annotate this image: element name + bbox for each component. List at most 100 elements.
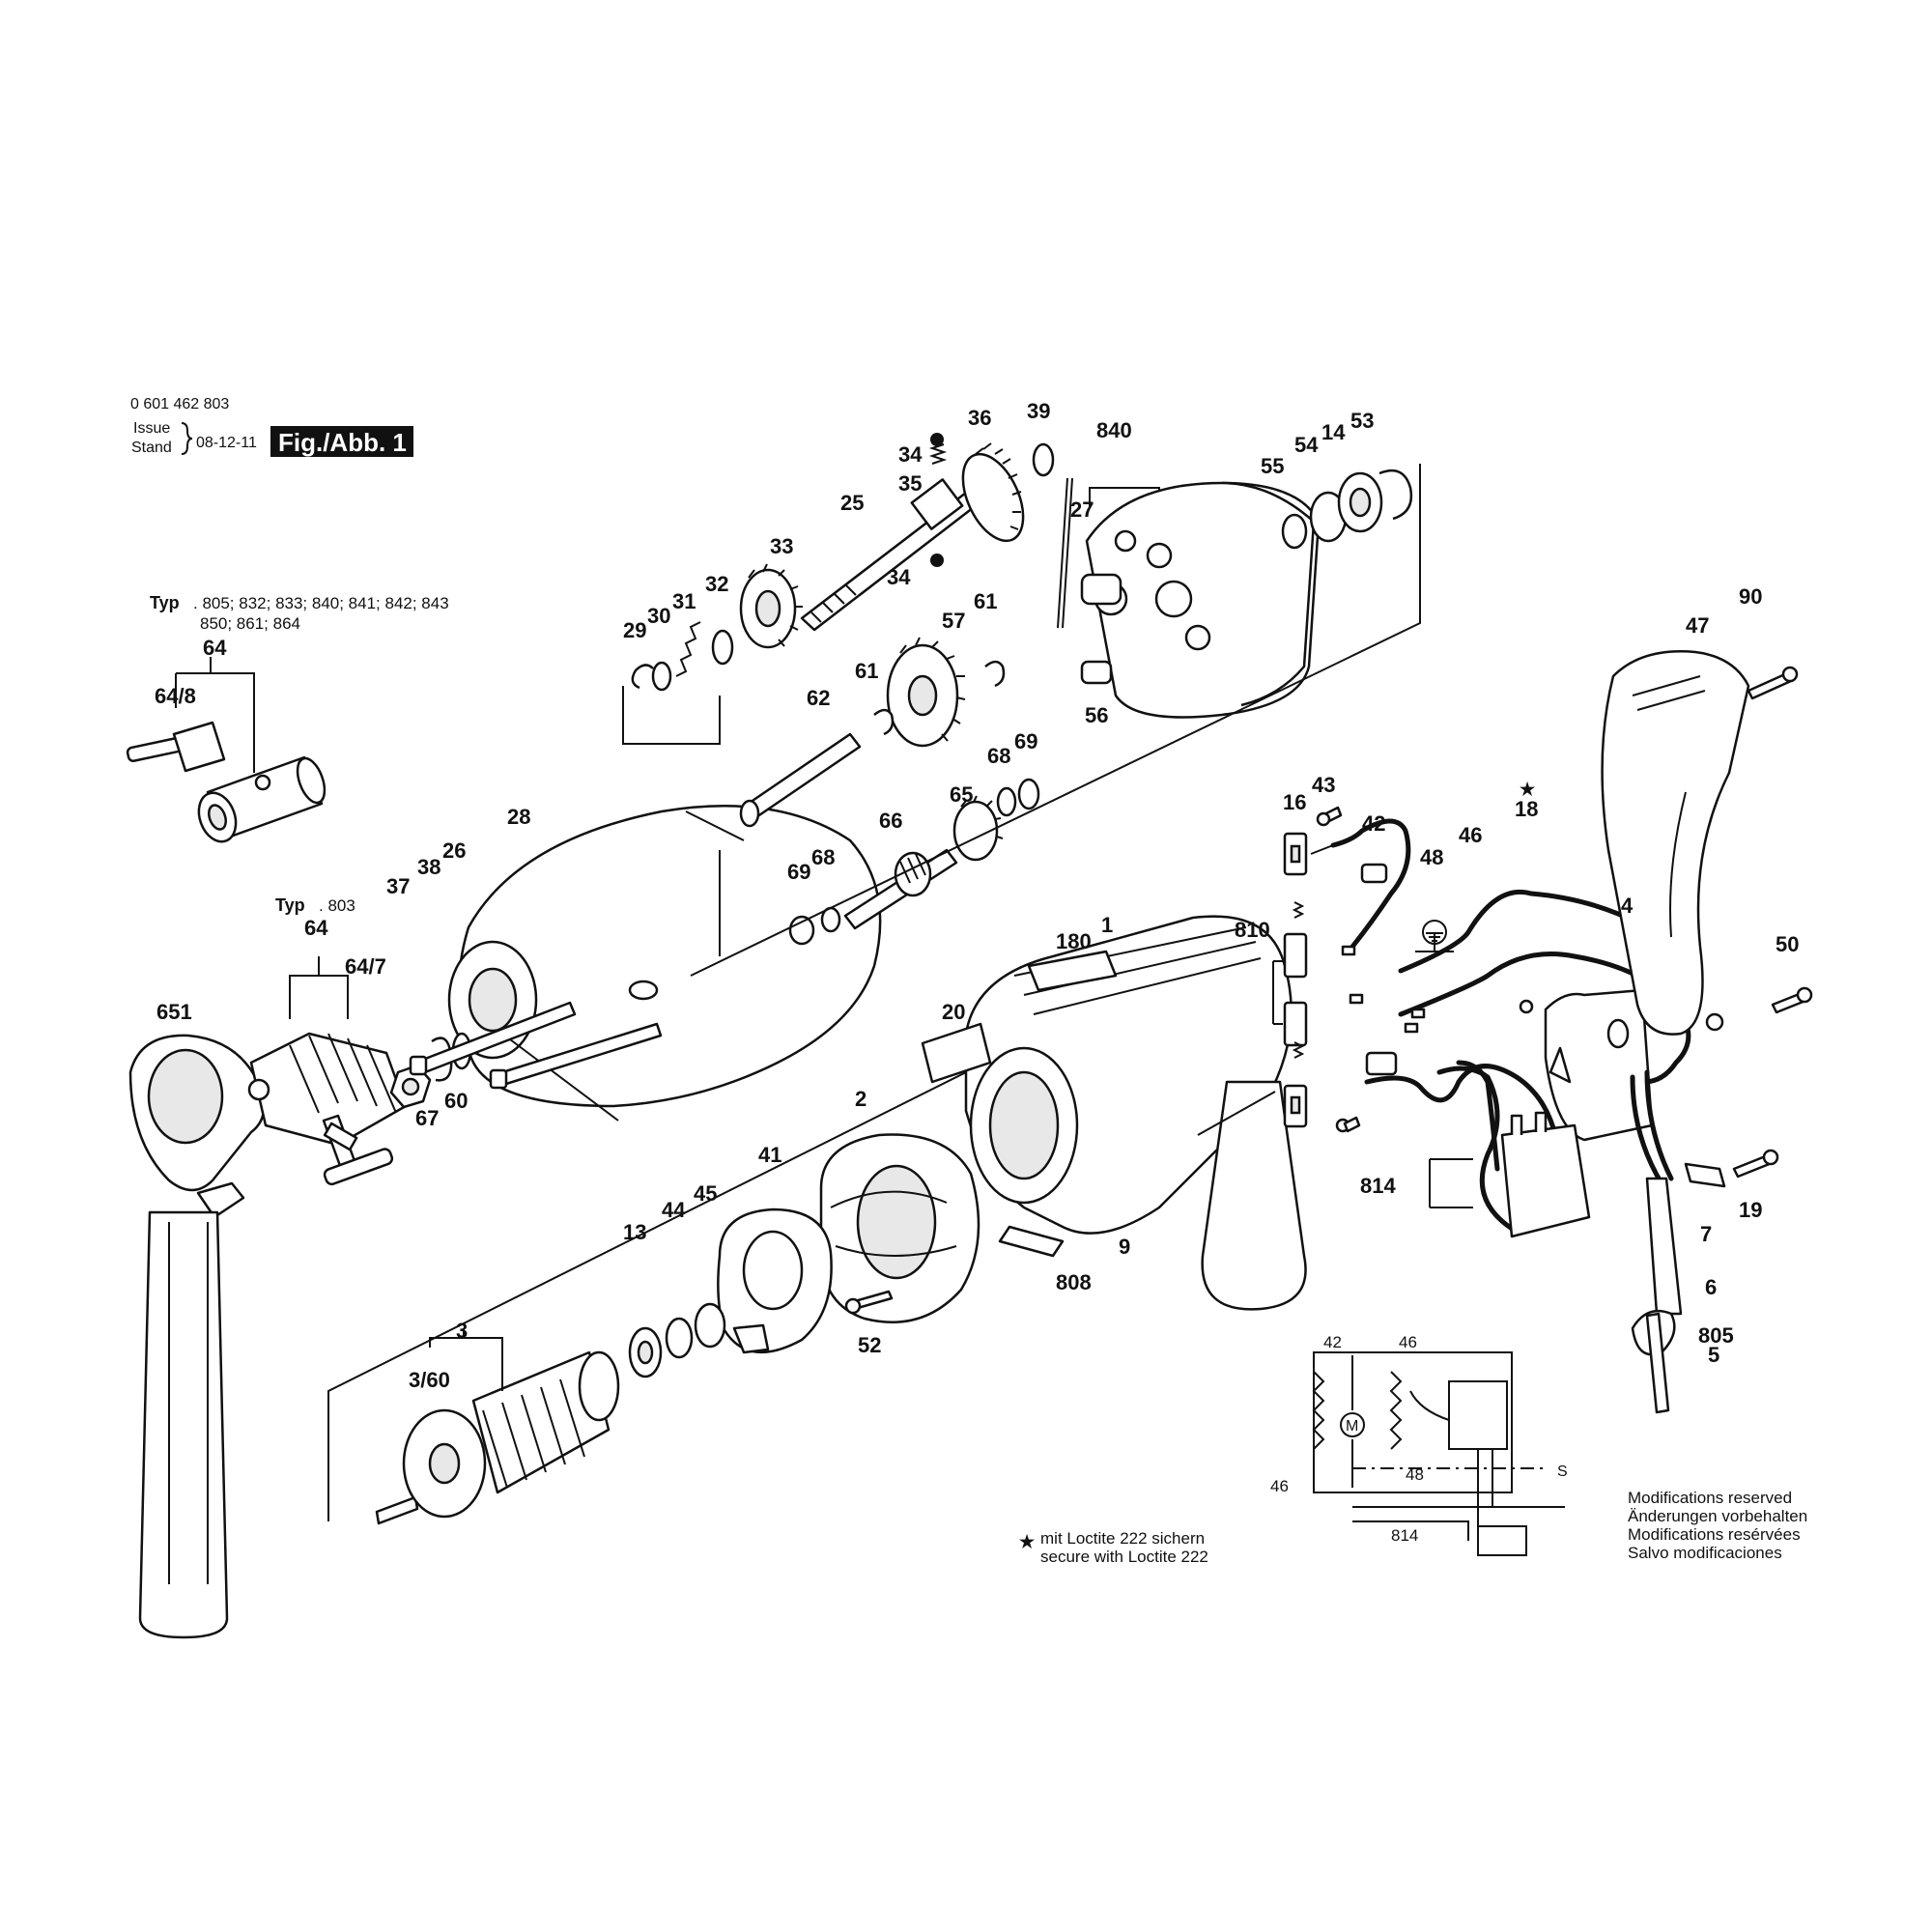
intermediate-flange-housing (1057, 469, 1413, 719)
callout-9: 9 (1119, 1235, 1130, 1259)
gear-housing-front (447, 805, 882, 1122)
callout-180: 180 (1056, 929, 1092, 953)
wiring-schematic: M S 42 46 46 48 814 (1270, 1333, 1568, 1556)
footnote-line2: secure with Loctite 222 (1040, 1548, 1208, 1566)
callout-28: 28 (507, 805, 530, 829)
callout-68a: 68 (987, 744, 1010, 768)
pinion-assembly (788, 778, 1040, 946)
schematic-label-46-left: 46 (1270, 1477, 1289, 1495)
callout-3: 3 (456, 1319, 468, 1343)
intermediate-gear-assembly (739, 637, 1006, 828)
ball-34-bottom (930, 554, 944, 567)
modifications-es: Salvo modificaciones (1628, 1544, 1782, 1562)
callout-26: 26 (442, 838, 466, 863)
brush-holder-assembly (1272, 806, 1361, 1133)
callout-52: 52 (858, 1333, 881, 1357)
callout-54: 54 (1294, 433, 1319, 457)
callout-56: 56 (1085, 703, 1108, 727)
typ-note-1-prefix: Typ (150, 593, 180, 612)
leader-lines (685, 810, 745, 956)
callout-840: 840 (1096, 418, 1132, 442)
auxiliary-handle (128, 1034, 266, 1639)
callout-14: 14 (1321, 420, 1346, 444)
field-stator (819, 1133, 980, 1323)
typ-note-1-line2: 850; 861; 864 (200, 614, 300, 633)
long-screws (409, 1001, 663, 1090)
callout-18: 18 (1515, 797, 1538, 821)
callout-33: 33 (770, 534, 793, 558)
spindle-gear-assembly (622, 433, 1055, 745)
callout-805: 805 (1698, 1323, 1734, 1348)
screws-90-50-19 (1732, 666, 1813, 1179)
footnote-line1: mit Loctite 222 sichern (1040, 1529, 1205, 1548)
callout-50: 50 (1776, 932, 1799, 956)
typ-note-2-line1: . 803 (319, 896, 355, 915)
callout-67: 67 (415, 1106, 439, 1130)
figure-badge-bg (270, 426, 413, 457)
typ-note-2-prefix: Typ (275, 895, 305, 915)
callout-3-60: 3/60 (409, 1368, 450, 1392)
callout-651: 651 (156, 1000, 192, 1024)
assembly-line-lower (327, 1062, 986, 1521)
stand-label: Stand (131, 440, 172, 456)
callout-810: 810 (1235, 918, 1270, 942)
callout-5: 5 (1708, 1343, 1719, 1367)
callout-30: 30 (647, 604, 670, 628)
callout-43: 43 (1312, 773, 1335, 797)
schematic-label-814: 814 (1391, 1526, 1418, 1545)
callout-34b: 34 (887, 565, 911, 589)
modifications-fr: Modifications resérvées (1628, 1525, 1801, 1544)
callout-29: 29 (623, 618, 646, 642)
bearing-washers (628, 1302, 726, 1378)
schematic-label-48: 48 (1406, 1465, 1424, 1484)
switch (1519, 988, 1654, 1142)
callout-69a: 69 (1014, 729, 1037, 753)
ball-34-top (930, 433, 944, 446)
callout-38: 38 (417, 855, 440, 879)
modifications-de: Änderungen vorbehalten (1628, 1507, 1807, 1525)
switch-symbol: S (1557, 1463, 1568, 1480)
callout-25: 25 (840, 491, 864, 515)
brace-icon (181, 422, 193, 455)
issue-date: 08-12-11 (196, 435, 257, 451)
callout-57: 57 (942, 609, 965, 633)
air-guide-ring (717, 1208, 833, 1354)
callout-36: 36 (968, 406, 991, 430)
callout-2: 2 (855, 1087, 867, 1111)
callout-37: 37 (386, 874, 410, 898)
callout-34: 34 (898, 442, 923, 467)
star-icon: ★ (1019, 1532, 1036, 1551)
callout-20: 20 (942, 1000, 965, 1024)
callout-64a: 64 (203, 636, 227, 660)
callout-53: 53 (1350, 409, 1374, 433)
callout-61b: 61 (855, 659, 878, 683)
issue-label: Issue (133, 420, 170, 437)
callout-55: 55 (1261, 454, 1284, 478)
callout-814: 814 (1360, 1174, 1396, 1198)
schematic-label-42: 42 (1323, 1333, 1342, 1351)
assembly-line-upper (690, 464, 1421, 977)
star-marker-18: ★ (1520, 780, 1536, 799)
callout-42: 42 (1362, 811, 1385, 836)
callout-labels: 34 35 36 39 840 25 27 55 54 14 53 33 34 … (155, 399, 1799, 1392)
callout-35: 35 (898, 471, 922, 496)
callout-44: 44 (662, 1198, 686, 1222)
callout-60: 60 (444, 1089, 468, 1113)
schematic-label-46-top: 46 (1399, 1333, 1417, 1351)
callout-62: 62 (807, 686, 830, 710)
power-cable (1630, 1069, 1683, 1414)
callout-39: 39 (1027, 399, 1050, 423)
motor-symbol: M (1346, 1418, 1358, 1435)
callout-45: 45 (694, 1181, 717, 1206)
callout-4: 4 (1621, 894, 1634, 918)
callout-808: 808 (1056, 1270, 1092, 1294)
typ-note-1-line1: . 805; 832; 833; 840; 841; 842; 843 (193, 594, 449, 612)
part-number: 0 601 462 803 (130, 396, 229, 412)
callout-31: 31 (672, 589, 696, 613)
callout-27: 27 (1070, 497, 1094, 522)
callout-64b: 64 (304, 916, 328, 940)
callout-1: 1 (1101, 913, 1113, 937)
callout-6: 6 (1705, 1275, 1717, 1299)
callout-48: 48 (1420, 845, 1443, 869)
